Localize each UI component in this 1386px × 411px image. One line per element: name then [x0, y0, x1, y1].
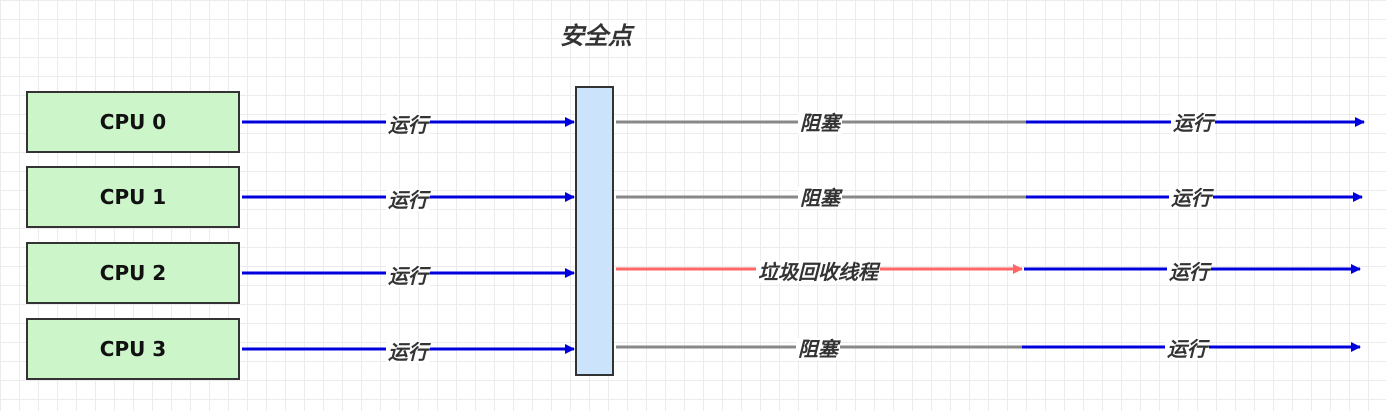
cpu0-after-label: 运行: [1171, 111, 1215, 135]
cpu3-before-label: 运行: [386, 340, 430, 364]
cpu0-during-label: 阻塞: [798, 111, 842, 135]
cpu0-before-label: 运行: [386, 113, 430, 137]
cpu-3-box: CPU 3: [26, 318, 240, 380]
cpu3-after-label: 运行: [1165, 337, 1209, 361]
safepoint-title: 安全点: [560, 22, 632, 50]
cpu2-during-label: 垃圾回收线程: [756, 260, 880, 284]
cpu3-during-label: 阻塞: [796, 337, 840, 361]
cpu2-before-label: 运行: [386, 264, 430, 288]
cpu2-after-label: 运行: [1167, 260, 1211, 284]
cpu1-before-label: 运行: [386, 188, 430, 212]
safepoint-bar: [575, 86, 614, 376]
cpu-1-box: CPU 1: [26, 166, 240, 228]
cpu-0-box: CPU 0: [26, 91, 240, 153]
cpu1-during-label: 阻塞: [798, 186, 842, 210]
cpu1-after-label: 运行: [1169, 186, 1213, 210]
cpu-2-box: CPU 2: [26, 242, 240, 304]
